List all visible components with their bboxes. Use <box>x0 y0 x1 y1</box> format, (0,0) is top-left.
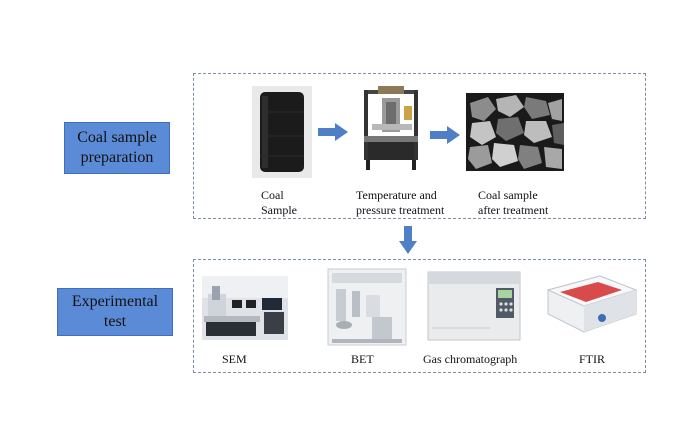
caption-line: Temperature and <box>356 188 437 202</box>
caption-sem: SEM <box>222 352 247 367</box>
bet-instrument-image <box>327 268 407 346</box>
caption-line: SEM <box>222 352 247 366</box>
gas-chromatograph-image <box>427 271 521 341</box>
caption-line: Gas chromatograph <box>423 352 518 366</box>
stage-label-preparation: Coal sample preparation <box>64 122 170 174</box>
caption-line: Coal <box>261 188 284 202</box>
pressure-apparatus-image <box>364 86 418 170</box>
caption-line: BET <box>351 352 374 366</box>
sem-instrument-image <box>202 276 288 340</box>
caption-ftir: FTIR <box>579 352 605 367</box>
arrow-right-icon <box>430 126 460 144</box>
experimental-group-box <box>193 259 646 373</box>
stage-label-line: Experimental <box>71 293 159 310</box>
stage-label-experimental: Experimental test <box>57 288 173 336</box>
ftir-instrument-image <box>546 275 638 333</box>
coal-sample-image <box>252 86 312 178</box>
caption-line: pressure treatment <box>356 203 445 217</box>
caption-treated-coal: Coal sample after treatment <box>478 188 548 218</box>
caption-coal-sample: Coal Sample <box>261 188 297 218</box>
caption-gas-chromatograph: Gas chromatograph <box>423 352 517 367</box>
stage-label-line: test <box>103 313 127 330</box>
caption-line: after treatment <box>478 203 549 217</box>
stage-label-line: Coal sample <box>77 129 157 146</box>
stage-label-line: preparation <box>80 149 154 166</box>
caption-line: FTIR <box>579 352 606 366</box>
caption-temperature-pressure: Temperature and pressure treatment <box>356 188 444 218</box>
caption-bet: BET <box>351 352 374 367</box>
arrow-down-icon <box>399 226 417 254</box>
treated-coal-image <box>466 93 564 171</box>
caption-line: Sample <box>261 203 297 217</box>
caption-line: Coal sample <box>478 188 538 202</box>
preparation-group-box <box>193 73 646 219</box>
arrow-right-icon <box>318 123 348 141</box>
